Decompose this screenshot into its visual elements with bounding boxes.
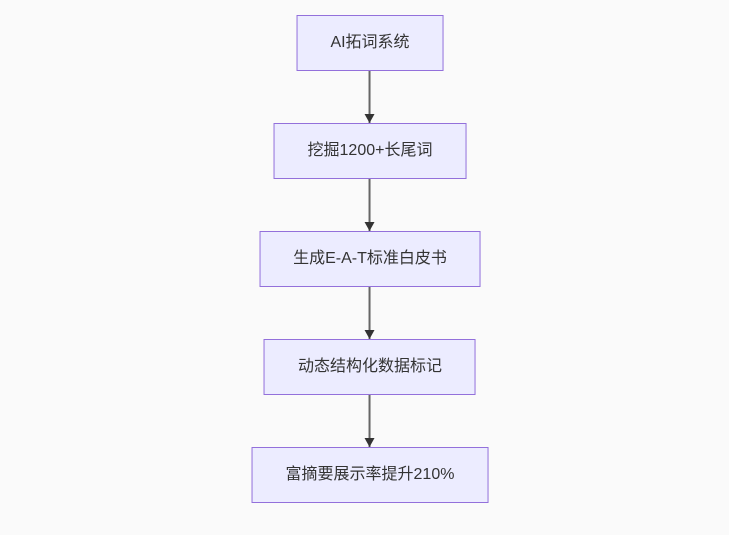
- flowchart-column: AI拓词系统 挖掘1200+长尾词 生成E-A-T标准白皮书 动态结构化数据标记…: [251, 15, 489, 503]
- arrow-down-icon: [369, 287, 371, 339]
- flow-node-structured-data: 动态结构化数据标记: [263, 339, 476, 395]
- arrow-down-icon: [369, 179, 371, 231]
- arrow-down-icon: [369, 71, 371, 123]
- flow-node-ai-keyword-system: AI拓词系统: [296, 15, 444, 71]
- flow-node-eat-whitepaper: 生成E-A-T标准白皮书: [259, 231, 481, 287]
- arrow-down-icon: [369, 395, 371, 447]
- flow-node-rich-snippet-result: 富摘要展示率提升210%: [251, 447, 489, 503]
- flow-node-longtail-mining: 挖掘1200+长尾词: [273, 123, 467, 179]
